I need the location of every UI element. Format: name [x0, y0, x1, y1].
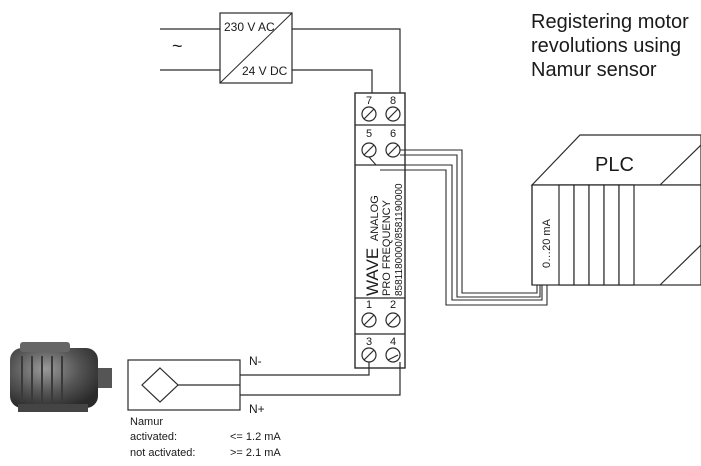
terminal-2-label: 2 — [390, 299, 396, 311]
terminal-8-label: 8 — [390, 95, 396, 107]
sensor-name: Namur — [130, 416, 163, 428]
plc-label: PLC — [595, 154, 634, 176]
sensor-wires — [240, 362, 401, 396]
terminal-4-label: 4 — [390, 336, 396, 348]
screw-7-icon — [361, 106, 377, 122]
power-output-label: 24 V DC — [242, 64, 288, 78]
module-model: PRO FREQUENCY — [381, 199, 393, 296]
namur-sensor — [127, 359, 241, 411]
plc-input-label: 0…20 mA — [541, 218, 553, 268]
sensor-pos-label: N+ — [249, 402, 265, 416]
power-input-label: 230 V AC — [224, 20, 275, 34]
terminal-5-label: 5 — [366, 128, 372, 140]
caption-line-1: Registering motor — [531, 11, 689, 33]
module-part-numbers: 8581180000/8581190000 — [394, 183, 405, 296]
terminal-6-label: 6 — [390, 128, 396, 140]
screw-5-icon — [361, 142, 377, 158]
screw-2-icon — [385, 312, 401, 328]
analog-output-wires — [368, 149, 548, 306]
ac-symbol: ~ — [172, 36, 183, 56]
screw-3-icon — [361, 347, 377, 363]
sensor-neg-label: N- — [249, 354, 262, 368]
motor-icon — [10, 342, 112, 412]
terminal-7-label: 7 — [366, 95, 372, 107]
sensor-not-activated-label: not activated: — [130, 447, 195, 459]
plc — [530, 134, 701, 286]
power-supply: 230 V AC 24 V DC — [219, 12, 293, 84]
module-brand: WAVE — [363, 248, 382, 296]
screw-terminals — [361, 106, 401, 363]
terminal-1-label: 1 — [366, 299, 372, 311]
diagram-caption: Registering motor revolutions using Namu… — [531, 10, 689, 82]
screw-6-icon — [385, 142, 401, 158]
module-type: ANALOG — [369, 195, 381, 241]
sensor-not-activated-value: >= 2.1 mA — [230, 447, 281, 459]
sensor-activated-label: activated: — [130, 431, 177, 443]
caption-line-3: Namur sensor — [531, 59, 657, 81]
supply-wires — [292, 28, 401, 93]
screw-4-icon — [385, 347, 401, 363]
svg-text:WAVE ANALOG: WAVE ANALOG — [363, 195, 382, 296]
sensor-activated-value: <= 1.2 mA — [230, 431, 281, 443]
caption-line-2: revolutions using — [531, 35, 682, 57]
terminal-3-label: 3 — [366, 336, 372, 348]
screw-8-icon — [385, 106, 401, 122]
screw-1-icon — [361, 312, 377, 328]
ac-mains-wires — [160, 28, 220, 71]
